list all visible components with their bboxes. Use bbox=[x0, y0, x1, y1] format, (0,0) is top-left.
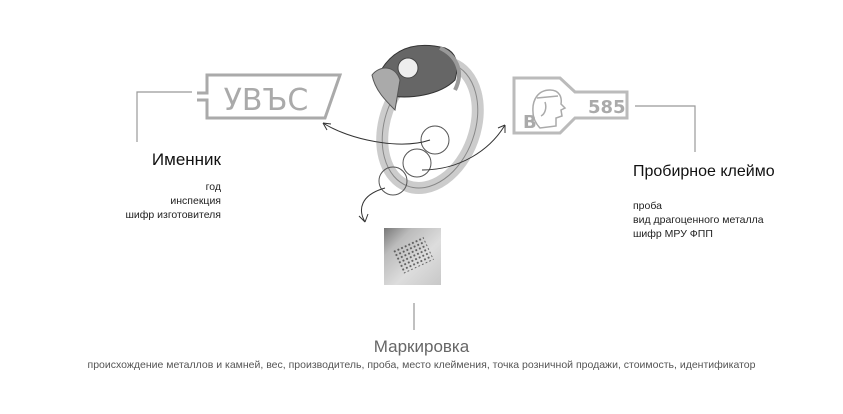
imennik-item: шифр изготовителя bbox=[125, 209, 221, 221]
marking-title: Маркировка bbox=[373, 337, 470, 356]
imennik-title: Именник bbox=[151, 150, 221, 169]
imennik-item: инспекция bbox=[170, 195, 221, 207]
ring-image bbox=[371, 44, 484, 194]
assay-stamp-letter: В bbox=[523, 112, 537, 133]
imennik-stamp-text: УВЪС bbox=[224, 83, 309, 118]
arrow-to-marking bbox=[361, 187, 386, 223]
imennik-item: год bbox=[205, 181, 221, 193]
assay-connector-line bbox=[635, 105, 696, 152]
kokoshnik-head-icon bbox=[532, 89, 567, 129]
datamatrix-marking-image bbox=[384, 228, 441, 285]
assay-items: проба вид драгоценного металла шифр МРУ … bbox=[633, 199, 764, 241]
assay-item: вид драгоценного металла bbox=[633, 214, 764, 226]
imennik-connector-line bbox=[136, 91, 192, 142]
marking-description: происхождение металлов и камней, вес, пр… bbox=[87, 359, 756, 371]
arrow-to-imennik bbox=[322, 122, 431, 145]
arrows bbox=[322, 122, 506, 223]
assay-stamp-number: 585 bbox=[588, 97, 626, 118]
assay-item: шифр МРУ ФПП bbox=[633, 228, 713, 240]
assay-item: проба bbox=[633, 200, 662, 212]
imennik-items: год инспекция шифр изготовителя bbox=[60, 180, 221, 222]
mark-highlight-circles bbox=[378, 125, 450, 196]
assay-stamp: В 585 bbox=[512, 76, 629, 135]
arrow-to-assay bbox=[421, 124, 506, 171]
imennik-stamp: УВЪС bbox=[197, 73, 343, 120]
assay-title: Пробирное клеймо bbox=[633, 163, 775, 180]
